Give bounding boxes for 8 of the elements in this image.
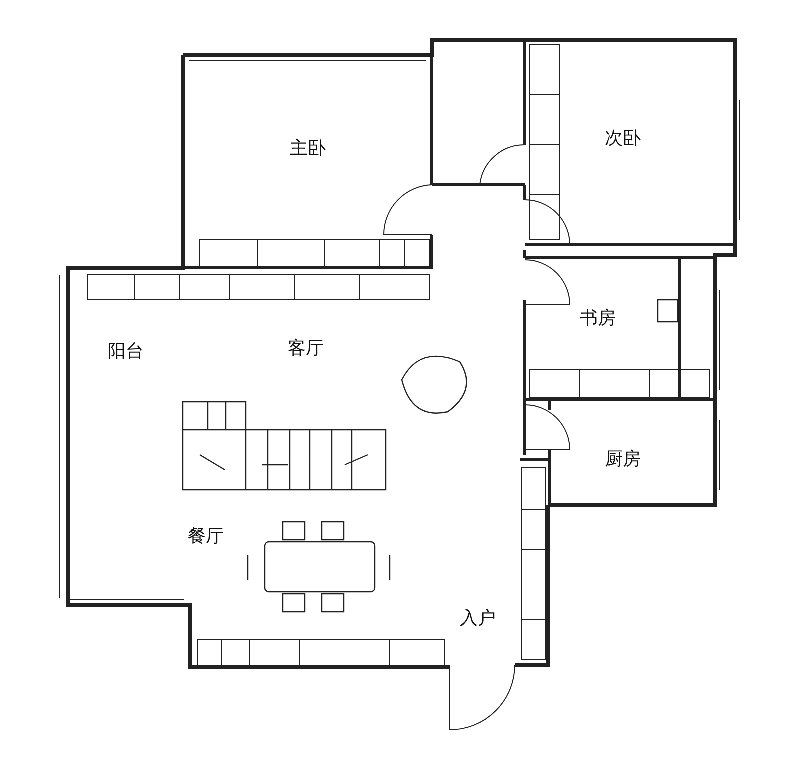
room-label: 厨房	[605, 451, 641, 469]
room-label: 阳台	[108, 343, 144, 361]
room-label: 餐厅	[188, 528, 224, 546]
room-label: 次卧	[605, 130, 641, 148]
room-label: 书房	[580, 310, 616, 328]
room-label: 入户	[460, 610, 496, 628]
room-label: 主卧	[290, 140, 326, 158]
room-label: 客厅	[288, 340, 324, 358]
